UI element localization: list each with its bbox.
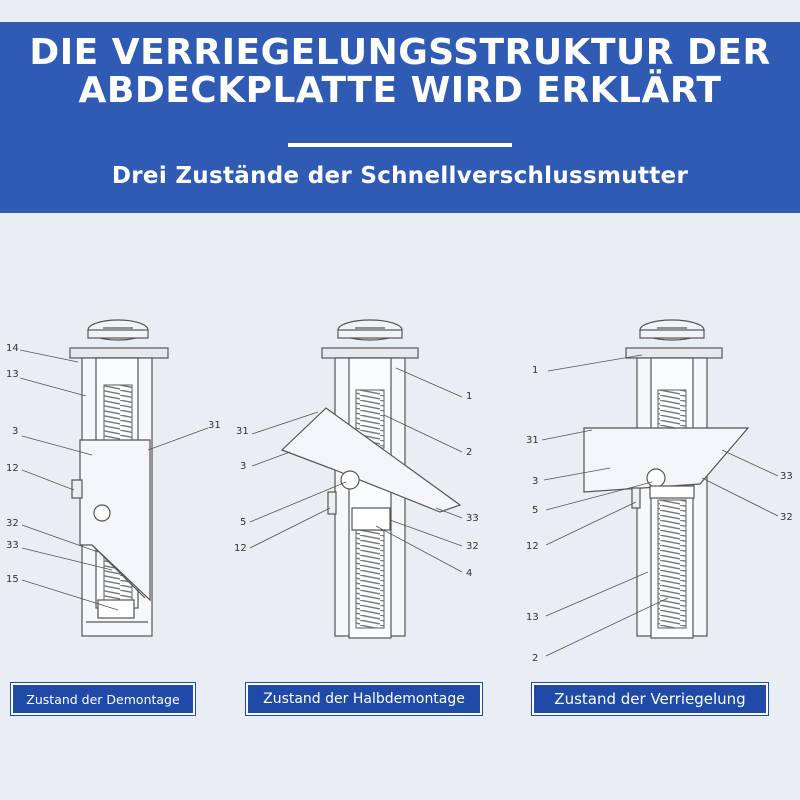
diagram-demontage-leaders <box>19 349 209 611</box>
part-number: 15 <box>6 574 19 585</box>
header-banner <box>0 22 800 213</box>
part-number: 1 <box>532 365 538 376</box>
diagram-halbdemontage <box>280 319 462 639</box>
part-number: 12 <box>526 541 539 552</box>
part-number: 2 <box>532 653 538 664</box>
page-subtitle: Drei Zustände der Schnellverschlussmutte… <box>111 163 689 189</box>
part-number: 31 <box>526 435 539 446</box>
state-label-demontage: Zustand der Demontage <box>11 683 195 715</box>
title-line-2: ABDECKPLATTE WIRD ERKLÄRT <box>78 70 722 111</box>
title-line-1: DIE VERRIEGELUNGSSTRUKTUR DER <box>29 32 771 73</box>
part-number: 12 <box>6 463 19 474</box>
diagram-verriegelung-leaders <box>541 354 779 657</box>
title-divider <box>288 143 512 147</box>
fastener-diagrams: 14 13 3 12 32 33 15 31 31 3 5 12 1 2 <box>6 319 793 664</box>
part-number: 32 <box>780 512 793 523</box>
diagram-verriegelung <box>583 319 750 639</box>
part-number: 13 <box>526 612 539 623</box>
part-number: 32 <box>466 541 479 552</box>
state-label-verriegelung: Zustand der Verriegelung <box>532 683 768 715</box>
part-number: 14 <box>6 343 19 354</box>
part-number: 33 <box>466 513 479 524</box>
part-number: 32 <box>6 518 19 529</box>
part-number: 3 <box>12 426 18 437</box>
page-title: DIE VERRIEGELUNGSSTRUKTUR DER ABDECKPLAT… <box>0 34 800 110</box>
part-number: 33 <box>6 540 19 551</box>
diagram-halbdemontage-leaders <box>249 367 463 573</box>
part-number: 5 <box>240 517 246 528</box>
part-number: 31 <box>208 420 221 431</box>
part-number: 1 <box>466 391 472 402</box>
part-number: 4 <box>466 568 472 579</box>
part-number: 12 <box>234 543 247 554</box>
part-number: 33 <box>780 471 793 482</box>
state-label-halbdemontage: Zustand der Halbdemontage <box>246 683 482 715</box>
part-number: 3 <box>240 461 246 472</box>
part-number: 31 <box>236 426 249 437</box>
part-number: 5 <box>532 505 538 516</box>
part-number: 2 <box>466 447 472 458</box>
part-number: 3 <box>532 476 538 487</box>
diagram-demontage <box>69 319 169 637</box>
part-number: 13 <box>6 369 19 380</box>
